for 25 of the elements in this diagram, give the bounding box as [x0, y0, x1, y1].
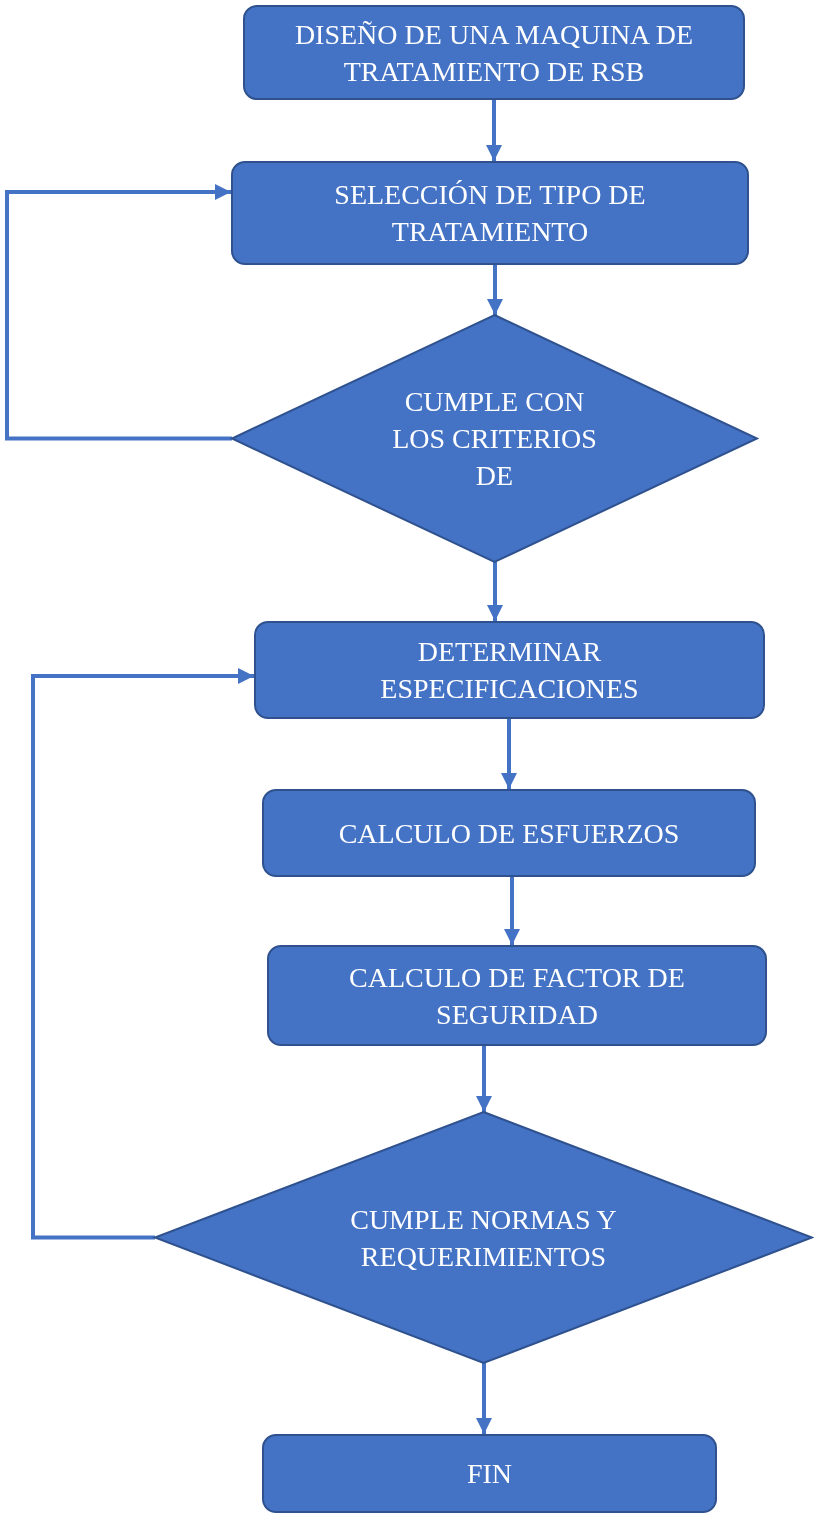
- process-box: [231, 161, 749, 265]
- arrow: [476, 1363, 492, 1434]
- arrow: [487, 562, 503, 621]
- process-box: [262, 789, 756, 877]
- node-label: CUMPLE CON LOS CRITERIOS DE: [391, 385, 598, 493]
- arrow: [487, 265, 503, 315]
- process-box: [243, 5, 745, 100]
- node-label: DISEÑO DE UNA MAQUINA DE TRATAMIENTO DE RSB: [293, 17, 695, 89]
- process-box: [254, 621, 765, 719]
- process-box: [267, 945, 767, 1046]
- arrow: [501, 719, 517, 789]
- arrow: [5, 184, 232, 441]
- arrow: [486, 100, 502, 161]
- decision-diamond: [232, 315, 757, 562]
- arrow: [504, 877, 520, 945]
- node-label: CUMPLE NORMAS Y REQUERIMIENTOS: [349, 1202, 618, 1274]
- process-box: [262, 1434, 717, 1513]
- arrow: [476, 1046, 492, 1112]
- node-label: FIN: [466, 1457, 513, 1491]
- arrow: [31, 668, 254, 1240]
- node-label: SELECCIÓN DE TIPO DE TRATAMIENTO: [333, 178, 647, 249]
- node-label: CALCULO DE ESFUERZOS: [338, 816, 680, 851]
- decision-diamond: [155, 1112, 812, 1363]
- node-label: DETERMINAR ESPECIFICACIONES: [379, 635, 640, 706]
- node-label: CALCULO DE FACTOR DE SEGURIDAD: [348, 960, 686, 1032]
